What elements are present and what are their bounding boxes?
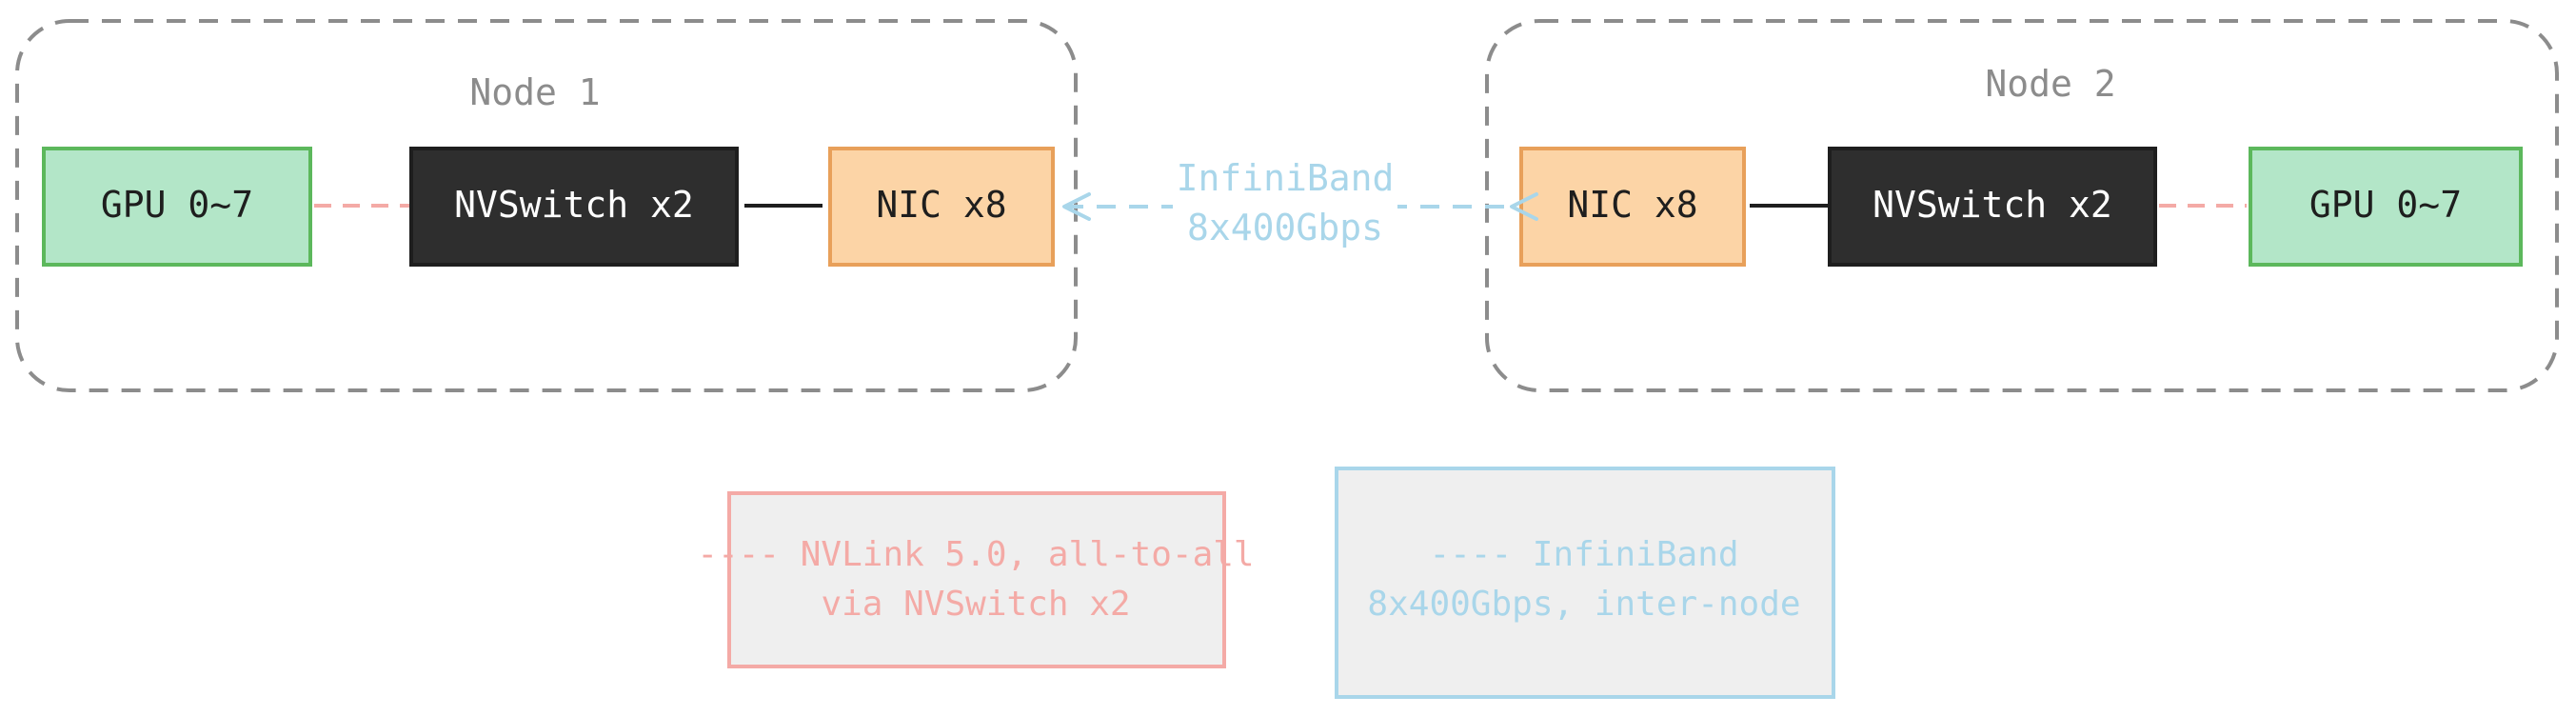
node-2-gpu-box: GPU 0~7 (2249, 147, 2523, 267)
node-1-gpu-box: GPU 0~7 (42, 147, 312, 267)
node-1-nvswitch-box: NVSwitch x2 (409, 147, 739, 267)
node-2-gpu-label: GPU 0~7 (2309, 184, 2462, 226)
node-1-label: Node 1 (469, 71, 600, 113)
node-2-nvswitch-label: NVSwitch x2 (1873, 184, 2112, 226)
node-2-nvswitch-box: NVSwitch x2 (1828, 147, 2157, 267)
legend-infiniband-line1: ---- InfiniBand (1429, 535, 1738, 574)
node-2-label: Node 2 (1985, 63, 2115, 105)
node-1-nvswitch-label: NVSwitch x2 (454, 184, 694, 226)
node-2-nic-box: NIC x8 (1519, 147, 1746, 267)
legend-nvlink: ---- NVLink 5.0, all-to-all via NVSwitch… (697, 491, 1255, 668)
node-2-nic-label: NIC x8 (1567, 184, 1697, 226)
infiniband-label-bg (1173, 150, 1397, 255)
infiniband-label-line2: 8x400Gbps (1187, 207, 1383, 249)
legend-infiniband: ---- InfiniBand 8x400Gbps, inter-node (1335, 467, 1835, 699)
node-1-gpu-label: GPU 0~7 (101, 184, 253, 226)
legend-nvlink-line2: via NVSwitch x2 (821, 585, 1130, 624)
legend-nvlink-line1: ---- NVLink 5.0, all-to-all (697, 535, 1254, 574)
legend-infiniband-line2: 8x400Gbps, inter-node (1367, 585, 1800, 624)
infiniband-link: InfiniBand 8x400Gbps (1062, 150, 1538, 255)
infiniband-label-line1: InfiniBand (1177, 157, 1395, 199)
node-1-nic-box: NIC x8 (828, 147, 1055, 267)
node-1-nic-label: NIC x8 (876, 184, 1006, 226)
